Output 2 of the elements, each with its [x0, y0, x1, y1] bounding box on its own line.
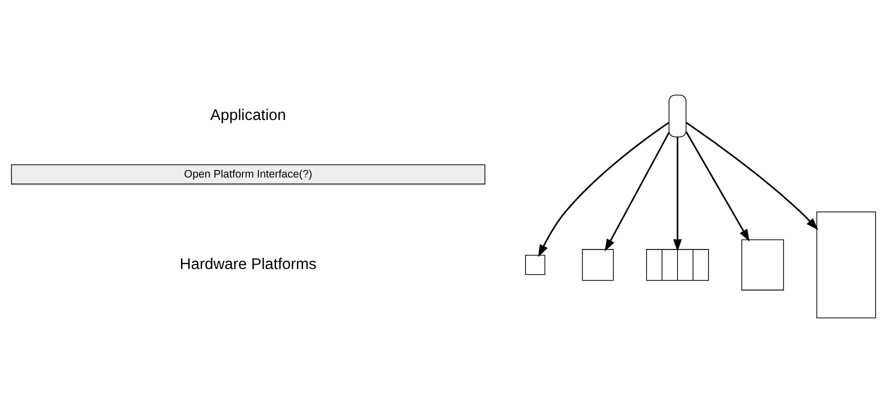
label: Hardware Platforms: [180, 255, 316, 272]
label: Application: [210, 106, 286, 124]
